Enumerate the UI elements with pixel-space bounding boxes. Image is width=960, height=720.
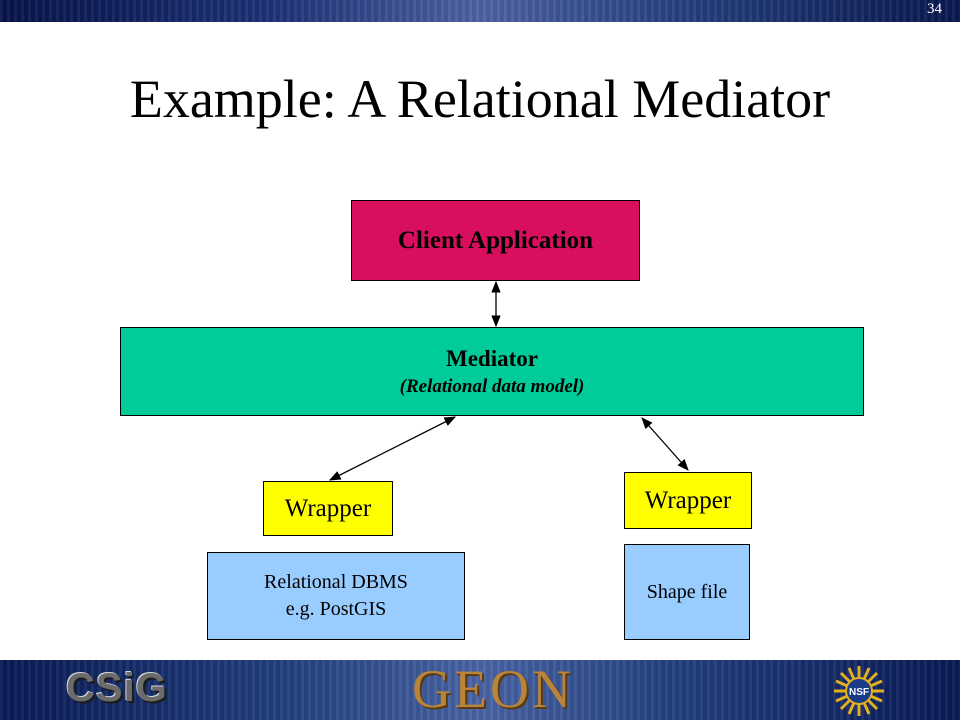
geon-logo: GEON xyxy=(412,659,574,719)
shape-file-label: Shape file xyxy=(646,580,728,603)
nsf-logo: NSF xyxy=(834,666,884,716)
wrapper-left-box: Wrapper xyxy=(263,481,393,536)
slide-number: 34 xyxy=(927,1,942,17)
slide-title: Example: A Relational Mediator xyxy=(129,69,831,129)
wrapper-left-label: Wrapper xyxy=(284,494,372,522)
relational-dbms-line2: e.g. PostGIS xyxy=(285,598,387,620)
client-application-label: Client Application xyxy=(397,226,594,254)
shape-file-box: Shape file xyxy=(624,544,750,640)
csig-logo: CSiG xyxy=(66,666,168,710)
arrow-mediator-wrapper-left xyxy=(328,416,457,481)
mediator-sublabel: (Relational data model) xyxy=(399,375,585,397)
mediator-label: Mediator xyxy=(446,345,538,371)
arrow-mediator-wrapper-right xyxy=(641,417,689,471)
wrapper-right-label: Wrapper xyxy=(644,486,732,514)
client-application-box: Client Application xyxy=(351,200,640,281)
wrapper-right-box: Wrapper xyxy=(624,472,752,529)
mediator-box: Mediator (Relational data model) xyxy=(120,327,864,416)
top-banner xyxy=(0,0,960,22)
bottom-banner xyxy=(0,660,960,720)
relational-dbms-line1: Relational DBMS xyxy=(264,571,408,593)
svg-text:NSF: NSF xyxy=(849,687,869,698)
relational-dbms-box: Relational DBMS e.g. PostGIS xyxy=(207,552,465,640)
